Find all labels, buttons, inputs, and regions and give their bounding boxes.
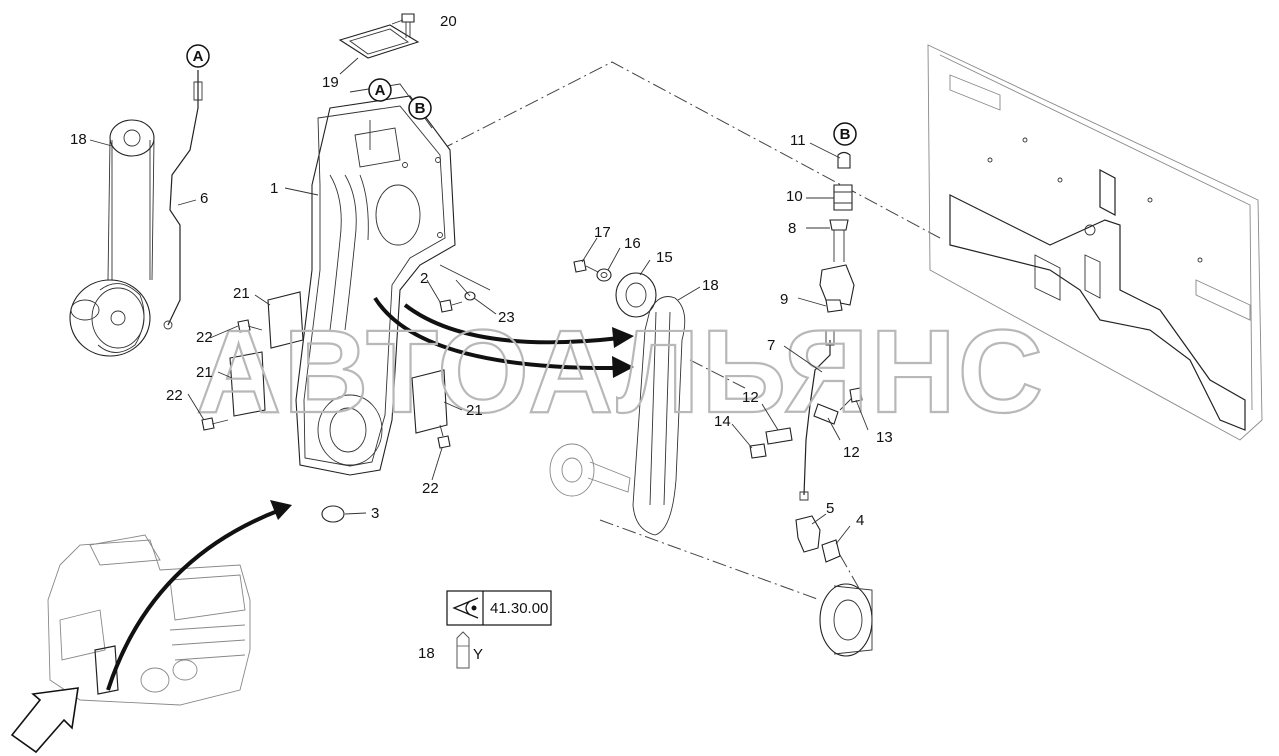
reference-box: 41.30.00 [446,590,552,626]
assembly-axis-lines [439,61,941,601]
callout-17: 17 [594,224,611,241]
grease-tube-icon: Y [456,631,483,669]
view-direction-arrow [10,687,79,754]
washer-16 [596,268,612,282]
callout-18-lube: 18 [418,645,435,662]
watermark-text: АВТОАЛЬЯНС [196,306,1045,438]
connector-b-housing-label: B [415,100,426,117]
paver-machine [47,534,251,706]
callout-23: 23 [498,309,515,326]
callout-6: 6 [200,190,208,207]
reference-box-text: 41.30.00 [490,600,548,617]
callout-7: 7 [767,337,775,354]
connector-b-right-label: B [840,126,851,143]
callout-22-left: 22 [166,387,183,404]
bracket-block [819,264,855,306]
nut-9 [825,299,843,313]
bolt-2-washer-23 [439,264,491,313]
callout-13: 13 [876,429,893,446]
connector-b-housing: B [408,96,432,120]
callout-21-middle: 21 [196,364,213,381]
eye-view-icon [452,597,479,619]
leader-lines [89,19,869,545]
callout-14: 14 [714,413,731,430]
bolt-20 [401,13,415,38]
drive-sprocket-shaft [549,443,631,497]
callout-11: 11 [790,132,806,149]
detail-arrows [106,296,634,691]
plug-3 [321,505,345,523]
bolt-13 [839,387,863,411]
lube-pipe-6 [163,70,203,330]
callout-15: 15 [656,249,673,266]
elbow-5 [795,515,821,553]
callout-3: 3 [371,505,379,522]
callout-4: 4 [856,512,864,529]
fitting-4 [821,539,841,563]
adapter-10 [833,184,853,211]
callout-12-lower: 12 [843,444,860,461]
callout-9: 9 [780,291,788,308]
callout-10: 10 [786,188,803,205]
callout-19: 19 [322,74,339,91]
connector-a-top-label: A [193,48,204,65]
callout-5: 5 [826,500,834,517]
lubricant-label: Y [473,646,483,663]
callout-16: 16 [624,235,641,252]
callout-21-right: 21 [466,402,483,419]
fitting-8 [829,219,849,262]
callout-22-lower: 22 [422,480,439,497]
callout-labels: 18 6 1 20 19 21 22 21 22 21 22 3 2 23 17… [70,13,893,662]
callout-20: 20 [440,13,457,30]
nipple-11 [837,151,851,169]
bolts-22 [201,319,451,449]
nut-14 [749,443,767,459]
bearing-flange [819,583,873,657]
left-chain-assembly [69,119,155,357]
bolt-17 [573,259,599,273]
callout-18-right: 18 [702,277,719,294]
callout-8: 8 [788,220,796,237]
connector-a-housing: A [368,78,392,102]
connector-a-housing-label: A [375,82,386,99]
side-frame-panel [927,44,1263,441]
lube-line-7 [799,329,835,501]
callout-1: 1 [270,180,278,197]
connector-b-right: B [833,122,857,146]
connector-a-top: A [186,44,210,68]
callout-2: 2 [420,270,428,287]
clamps-12 [765,403,839,445]
callout-21-upper: 21 [233,285,250,302]
inspection-covers-21 [229,291,448,434]
cover-plate-19 [338,24,420,59]
callout-18-left: 18 [70,131,87,148]
sprocket-15 [615,272,657,318]
callout-22-upper: 22 [196,329,213,346]
chain-18-right [632,296,686,536]
callout-12-upper: 12 [742,389,759,406]
